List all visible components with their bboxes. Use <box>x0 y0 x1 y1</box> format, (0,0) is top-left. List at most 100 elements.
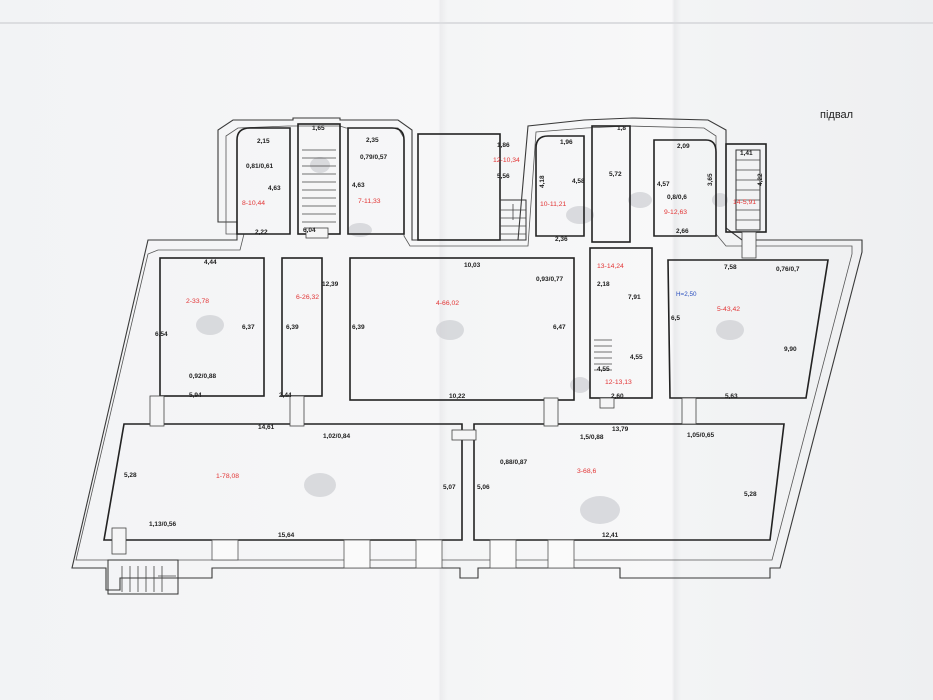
stairs-right <box>735 149 761 231</box>
dim-label: 4,22 <box>757 173 764 186</box>
dim-label: 9,90 <box>784 346 797 353</box>
room-8 <box>236 127 291 235</box>
dim-label: 5,06 <box>477 484 490 491</box>
dim-label: 7,58 <box>724 264 737 271</box>
erased-marks <box>196 157 744 524</box>
room-label-4: 4-66,02 <box>436 300 459 307</box>
dim-label: 5,07 <box>443 484 456 491</box>
dim-label: 6,39 <box>286 324 299 331</box>
dim-label: 1,02/0,84 <box>323 433 350 440</box>
dim-label: 2,44 <box>279 392 292 399</box>
inner-wall-line <box>75 125 853 561</box>
dim-label: 0,81/0,61 <box>246 163 273 170</box>
dim-label: 2,36 <box>555 236 568 243</box>
dim-label: 1,13/0,56 <box>149 521 176 528</box>
windows <box>211 539 575 569</box>
room-label-3: 3-68,6 <box>577 468 596 475</box>
room-label-10: 10-11,21 <box>540 201 567 208</box>
dim-label: 2,09 <box>677 143 690 150</box>
dim-label: 4,18 <box>539 175 546 188</box>
room-5 <box>667 259 829 399</box>
dim-label: 5,72 <box>609 171 622 178</box>
room-1 <box>103 423 463 541</box>
dim-label: 2,15 <box>257 138 270 145</box>
dim-label: 0,76/0,7 <box>776 266 800 273</box>
room-9 <box>653 139 717 237</box>
dim-label: 3,65 <box>707 173 714 186</box>
corridor-13-top <box>591 125 631 243</box>
dim-label: 6,37 <box>242 324 255 331</box>
dim-label: 12,39 <box>322 281 339 288</box>
dim-label: 10,03 <box>464 262 481 269</box>
room-label-12-bottom: 12-13,13 <box>605 379 632 386</box>
room-label-12-top: 12-10,34 <box>493 157 520 164</box>
paper-fold <box>0 22 933 24</box>
dim-label: 2,66 <box>676 228 689 235</box>
room-label-9: 9-12,63 <box>664 209 687 216</box>
dimension-labels: 1,65 2,35 2,15 0,81/0,61 0,79/0,57 4,63 … <box>124 125 800 539</box>
room-7 <box>347 127 405 235</box>
dim-label: 6,54 <box>155 331 168 338</box>
dim-label: 4,55 <box>630 354 643 361</box>
dim-label: 15,64 <box>278 532 295 539</box>
dim-label: 0,93/0,77 <box>536 276 563 283</box>
dim-label: 2,22 <box>255 229 268 236</box>
dim-label: 0,8/0,6 <box>667 194 687 201</box>
stairs-center <box>499 199 527 241</box>
dim-label: 5,63 <box>725 393 738 400</box>
dim-label: 4,44 <box>204 259 217 266</box>
dim-label: 5,28 <box>124 472 137 479</box>
dim-label: 5,56 <box>497 173 510 180</box>
dim-label: 1,65 <box>312 125 325 132</box>
dim-label: 12,41 <box>602 532 619 539</box>
dim-label: 0,79/0,57 <box>360 154 387 161</box>
room-label-14: 14-5,91 <box>733 199 756 206</box>
stairs-entrance <box>107 559 179 595</box>
dim-label: 4,58 <box>572 178 585 185</box>
dim-label: 5,28 <box>744 491 757 498</box>
room-label-13: 13-14,24 <box>597 263 624 270</box>
dim-label: 6,39 <box>352 324 365 331</box>
room-label-6: 6-26,32 <box>296 294 319 301</box>
dim-label: 2,18 <box>597 281 610 288</box>
dim-label: 1,8 <box>617 125 626 132</box>
room-2 <box>159 257 265 397</box>
dim-label: 0,88/0,87 <box>500 459 527 466</box>
dim-label: 4,57 <box>657 181 670 188</box>
dim-label: 14,61 <box>258 424 275 431</box>
doors <box>111 227 757 555</box>
dim-label: 1,86 <box>497 142 510 149</box>
plan-title: підвал <box>820 109 853 121</box>
room-label-2: 2-33,78 <box>186 298 209 305</box>
dim-label: 6,5 <box>671 315 680 322</box>
dim-label: 7,91 <box>628 294 641 301</box>
room-label-7: 7-11,33 <box>358 198 381 205</box>
dim-label: 4,63 <box>352 182 365 189</box>
dim-label: 5,94 <box>189 392 202 399</box>
dim-label: 1,96 <box>560 139 573 146</box>
room-label-1: 1-78,08 <box>216 473 239 480</box>
room-13 <box>589 247 653 399</box>
room-4 <box>349 257 575 401</box>
outer-wall <box>71 117 863 591</box>
stairs-left <box>302 149 336 223</box>
dim-label: 1,41 <box>740 150 753 157</box>
dim-label: 2,60 <box>611 393 624 400</box>
dim-label: 6,04 <box>303 227 316 234</box>
dim-label: 2,35 <box>366 137 379 144</box>
stair-core-left <box>297 123 341 235</box>
dim-label: 0,92/0,88 <box>189 373 216 380</box>
room-label-5: 5-43,42 <box>717 306 740 313</box>
dim-label: 10,22 <box>449 393 466 400</box>
room-label-8: 8-10,44 <box>242 200 265 207</box>
room-10 <box>535 135 585 237</box>
height-note: H=2,50 <box>676 291 697 298</box>
dim-label: 6,47 <box>553 324 566 331</box>
dim-label: 4,55 <box>597 366 610 373</box>
room-12-top <box>417 133 501 241</box>
dim-label: 13,79 <box>612 426 629 433</box>
stairs-room-13 <box>594 339 612 371</box>
dim-label: 1,5/0,88 <box>580 434 604 441</box>
